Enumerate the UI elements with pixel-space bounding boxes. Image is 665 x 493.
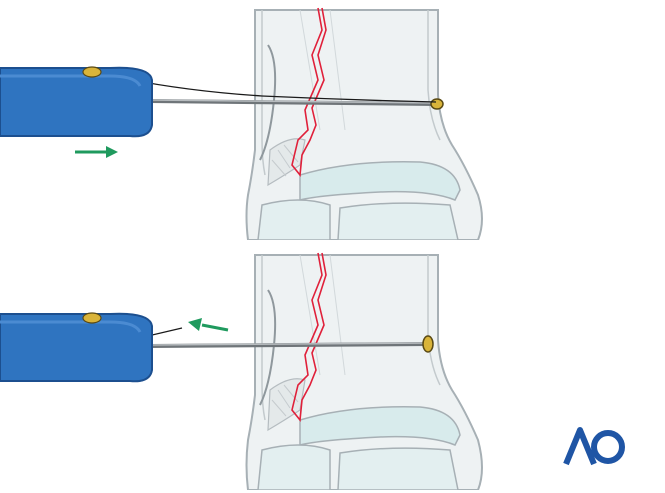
ao-logo-text: AO: [562, 424, 626, 468]
wire-eyelet: [431, 99, 443, 109]
panel-top-illustration: [0, 0, 665, 240]
ao-logo: AO: [562, 424, 626, 468]
handle-button: [83, 67, 101, 77]
wire-driver-handle[interactable]: [0, 313, 152, 381]
direction-arrow-right: [75, 146, 118, 158]
handle-button: [83, 313, 101, 323]
direction-arrow-left: [188, 318, 228, 331]
wire-eyelet: [423, 336, 433, 352]
wire-driver-handle[interactable]: [0, 67, 152, 136]
